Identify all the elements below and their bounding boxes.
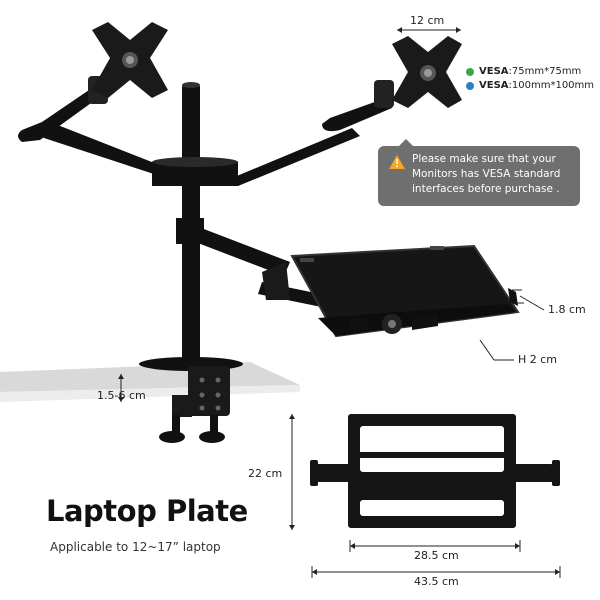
laptop-tray-lip [508, 288, 518, 306]
laptop-tray-frame [290, 244, 520, 338]
top-hub [152, 162, 238, 186]
plate-schematic [310, 414, 560, 528]
dim-clamp-range: 1.5-6 cm [97, 389, 146, 402]
plate-extender-right [514, 464, 554, 482]
vesa-label: VESA [479, 66, 509, 77]
warning-icon [389, 155, 405, 169]
clamp-body [188, 366, 230, 416]
dim-monitor-width: 12 cm [410, 14, 445, 27]
left-arm-lower [35, 122, 162, 176]
dim-tray-lip: 1.8 cm [548, 303, 586, 316]
clamp-knob-left [159, 431, 185, 443]
green-dot-icon [466, 67, 474, 76]
clamp-screw-left [172, 415, 180, 433]
right-arm-lower [232, 128, 360, 186]
right-vesa-joint [374, 80, 394, 108]
warning-text: Please make sure that your Monitors has … [412, 153, 561, 195]
product-subtitle: Applicable to 12~17” laptop [50, 540, 221, 554]
left-arm-upper [18, 88, 98, 142]
plate-extender-left [316, 464, 350, 482]
vesa-value: :100mm*100mm [508, 80, 595, 91]
vesa-spec-75: VESA :75mm*75mm [466, 66, 594, 77]
right-arm-upper [322, 98, 392, 132]
laptop-arm-lower [190, 226, 290, 276]
dim-plate-inner-width: 28.5 cm [414, 549, 459, 562]
clamp-knob-right [199, 431, 225, 443]
dim-plate-outer-width: 43.5 cm [414, 575, 459, 588]
warning-callout: Please make sure that your Monitors has … [378, 146, 580, 206]
vesa-value: :75mm*75mm [508, 66, 582, 77]
blue-dot-icon [466, 81, 474, 90]
clamp-screw-right [210, 415, 218, 433]
vesa-spec-100: VESA :100mm*100mm [466, 80, 594, 91]
vesa-spec-list: VESA :75mm*75mm VESA :100mm*100mm [466, 66, 594, 94]
clamp-arm [172, 395, 192, 417]
dim-tray-height: H 2 cm [518, 353, 558, 366]
dim-plate-height: 22 cm [248, 467, 283, 480]
product-title: Laptop Plate [46, 494, 248, 528]
vesa-label: VESA [479, 80, 509, 91]
warning-pointer [398, 139, 414, 147]
